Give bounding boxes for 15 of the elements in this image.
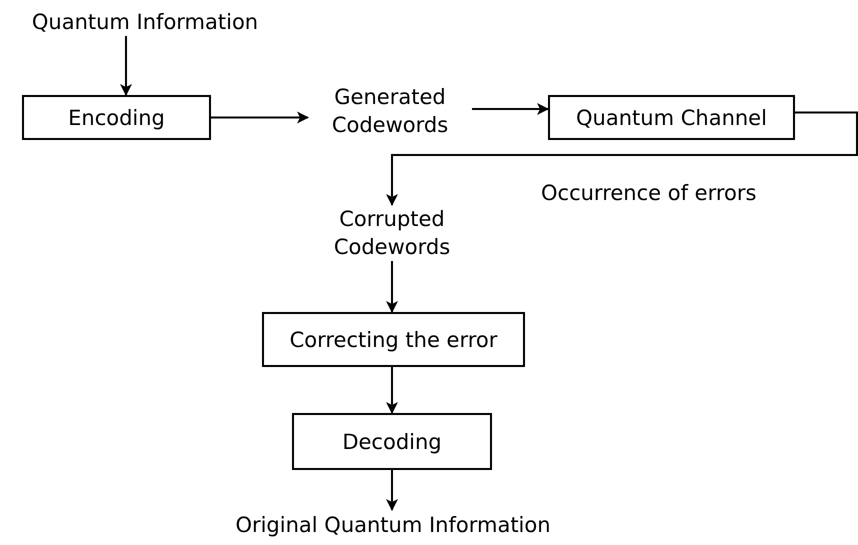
process-box: Correcting the error [262,312,525,367]
flow-text: Original Quantum Information [200,510,586,540]
arrow [386,367,398,414]
flow-text: Quantum Information [0,8,290,36]
arrow [472,103,549,115]
flow-text: Corrupted Codewords [310,205,474,261]
arrow [386,470,398,511]
flow-text: Generated Codewords [308,83,472,139]
arrow [211,112,309,124]
process-box: Decoding [292,413,492,470]
arrow [386,261,398,313]
process-box: Quantum Channel [548,95,795,140]
arrow [386,112,858,206]
arrow [120,36,132,96]
process-box: Encoding [22,95,211,140]
